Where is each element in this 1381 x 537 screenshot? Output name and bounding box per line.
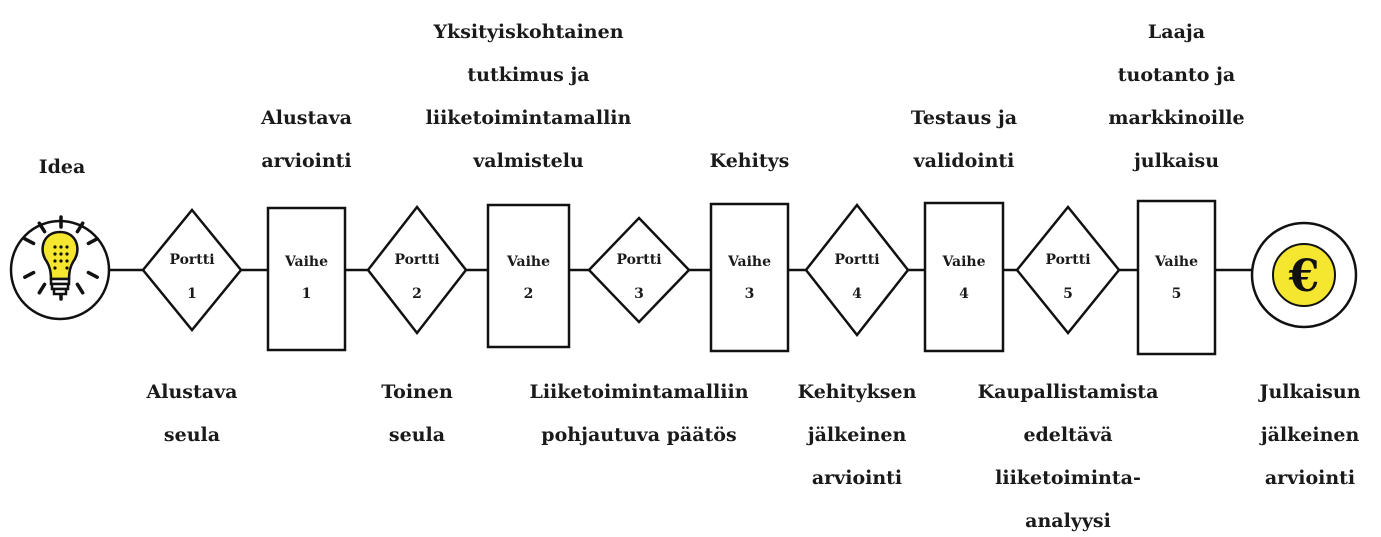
stage-title: Vaihe [506, 254, 550, 270]
bulb-base [49, 277, 71, 296]
stage-caption-line: Kehitys [710, 150, 790, 172]
stage-caption-line: liiketoimintamallin [426, 107, 632, 129]
bulb-ray [75, 282, 85, 295]
end-caption-line: arviointi [1265, 467, 1355, 489]
stage-title: Vaihe [941, 254, 985, 270]
stage-box [923, 201, 1005, 353]
bulb-ray [37, 221, 47, 234]
end-caption-line: Julkaisun [1257, 381, 1360, 403]
stage-caption-line: tuotanto ja [1118, 64, 1235, 86]
gate-diamond [366, 204, 468, 336]
stage-caption-line: valmistelu [472, 150, 584, 172]
gate-number: 2 [412, 286, 422, 302]
stage-number: 3 [745, 286, 755, 302]
stage-caption-line: tutkimus ja [467, 64, 589, 86]
stage-box [709, 202, 790, 353]
stage-number: 4 [959, 286, 969, 302]
gate-diamond [1015, 205, 1121, 335]
stage-title: Vaihe [284, 254, 328, 270]
gates: Portti1AlustavaseulaPortti2ToinenseulaPo… [141, 202, 1159, 532]
gate-caption-line: seula [389, 424, 445, 446]
gate-number: 4 [852, 286, 862, 302]
gate-caption-line: Kehityksen [798, 381, 917, 403]
gate-title: Portti [394, 252, 439, 268]
stage-number: 2 [524, 286, 534, 302]
stage-title: Vaihe [1154, 254, 1198, 270]
stage-caption-line: Laaja [1148, 21, 1205, 43]
gate-title: Portti [616, 252, 661, 268]
gate-caption-line: Kaupallistamista [978, 381, 1159, 403]
gate-caption-line: seula [164, 424, 220, 446]
gate-caption-line: arviointi [812, 467, 902, 489]
bulb-ray [23, 237, 36, 246]
gate-caption-line: Toinen [381, 381, 453, 403]
gate-caption-line: edeltävä [1023, 424, 1112, 446]
bulb-filament [53, 245, 69, 270]
bulb-ray [23, 270, 36, 279]
end-caption-line: jälkeinen [1259, 424, 1360, 446]
stage-title: Vaihe [727, 254, 771, 270]
stage-2: Vaihe 2 Yksityiskohtainen tutkimus ja liiket… [426, 21, 632, 349]
stage-caption-line: Alustava [260, 107, 352, 129]
stage-caption-line: Testaus ja [911, 107, 1017, 129]
stage-4: Vaihe 4 Testaus ja validointi [911, 107, 1017, 353]
stage-5: Vaihe 5 Laaja tuotanto ja markkinoille julkai… [1108, 21, 1245, 356]
lightbulb-icon [9, 215, 111, 321]
stage-3: Vaihe 3 Kehitys [709, 150, 790, 353]
euro-symbol: € [1288, 251, 1320, 302]
gate-diamond [141, 208, 243, 332]
start-label: Idea [39, 156, 86, 178]
stage-box [1136, 199, 1217, 356]
stage-box [266, 206, 347, 352]
stage-box [486, 203, 571, 349]
gate-caption-line: pohjautuva päätös [541, 424, 736, 446]
gate-diamond [587, 216, 691, 324]
gate-diamond [804, 202, 910, 338]
coin-face [1272, 243, 1336, 307]
gate-title: Portti [834, 252, 879, 268]
stage-caption-line: Yksityiskohtainen [432, 21, 623, 43]
gate-title: Portti [1045, 252, 1090, 268]
bulb-ray [86, 270, 99, 279]
gate-caption-line: Alustava [146, 381, 238, 403]
stage-caption-line: validointi [913, 150, 1015, 172]
bulb-ray [37, 282, 47, 295]
gate-caption-line: Liiketoimintamalliin [529, 381, 748, 403]
stage-1: Vaihe 1 Alustava arviointi [260, 107, 352, 352]
stage-number: 1 [302, 286, 312, 302]
euro-coin-icon: € [1250, 221, 1358, 329]
stage-number: 5 [1172, 286, 1182, 302]
stage-caption-line: arviointi [261, 150, 351, 172]
gate-caption-line: jälkeinen [806, 424, 907, 446]
end-caption: Julkaisun jälkeinen arviointi [1257, 381, 1360, 489]
gate-number: 1 [187, 286, 197, 302]
stage-caption-line: markkinoille [1108, 107, 1244, 129]
gate-caption-line: analyysi [1025, 510, 1111, 532]
gate-title: Portti [169, 252, 214, 268]
stage-caption-line: julkaisu [1132, 150, 1219, 172]
gate-number: 3 [634, 286, 644, 302]
gate-number: 5 [1063, 286, 1073, 302]
gate-caption-line: liiketoiminta- [995, 467, 1141, 489]
bulb-ray [75, 221, 85, 234]
bulb-ray [86, 237, 99, 246]
bulb-glass [41, 230, 79, 281]
